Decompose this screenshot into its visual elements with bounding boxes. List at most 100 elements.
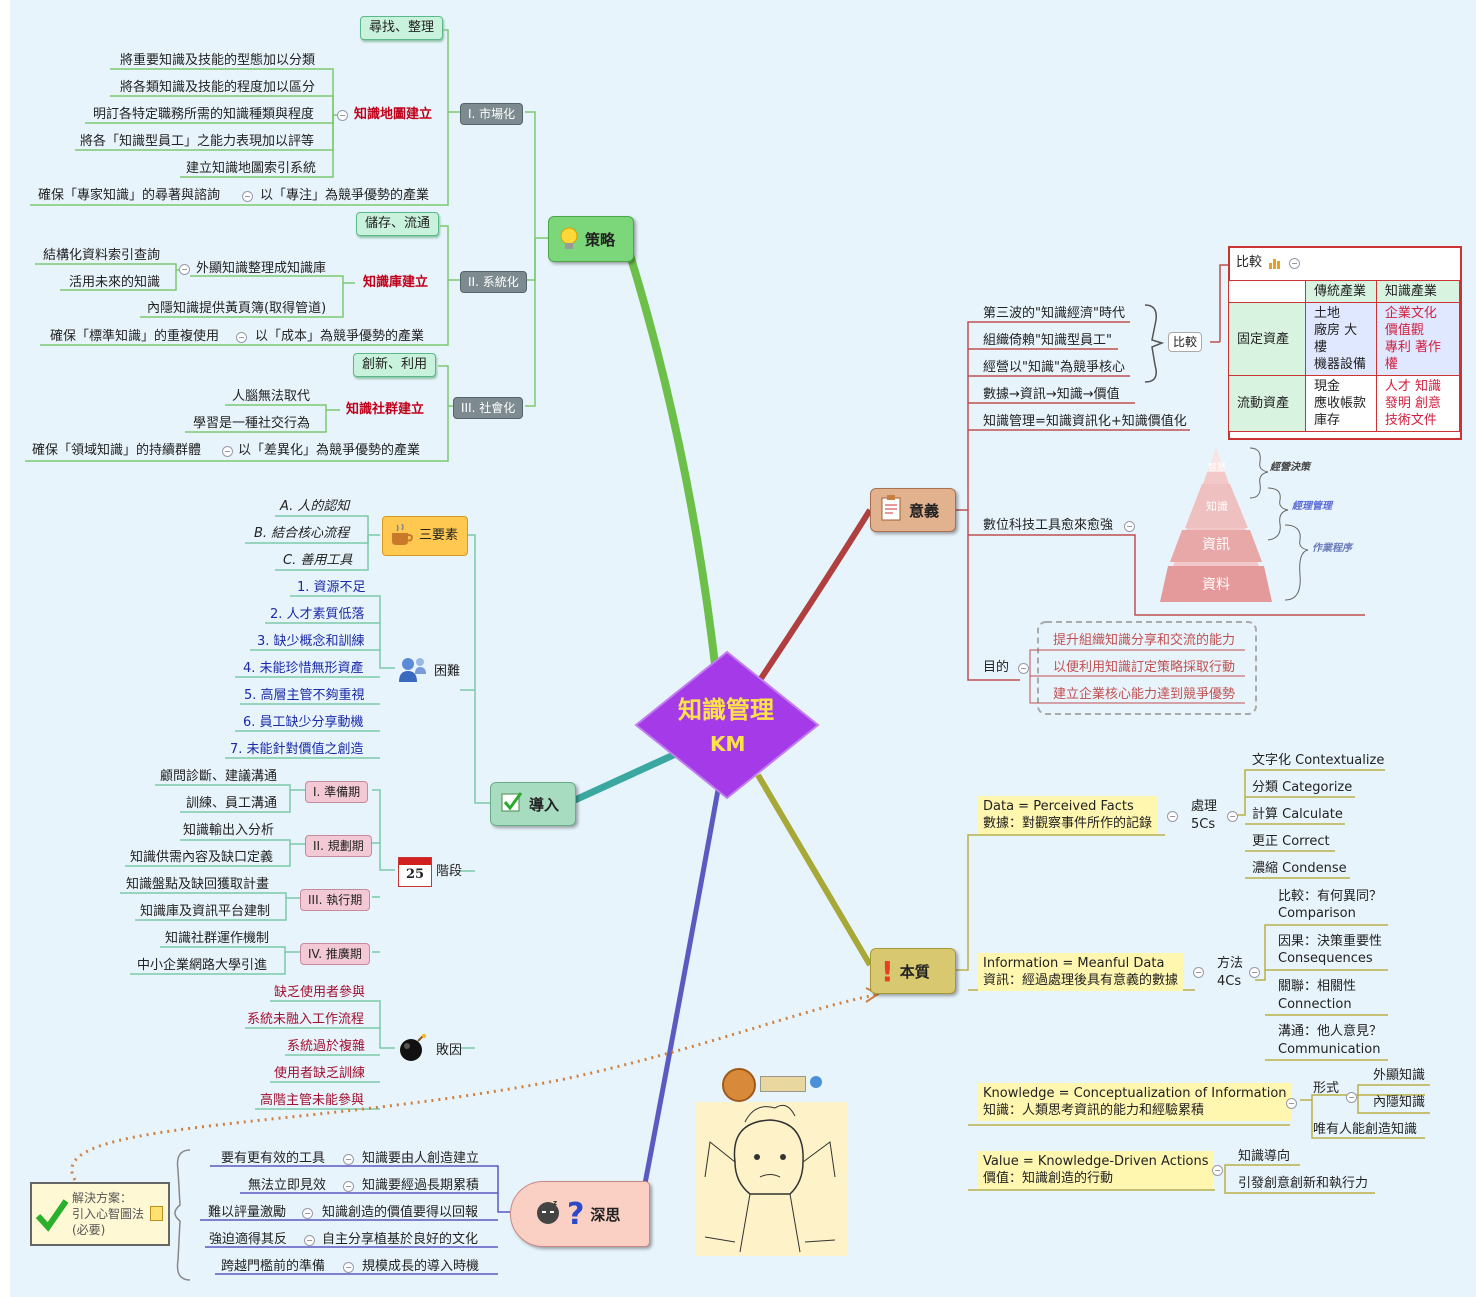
lightbulb-icon bbox=[559, 227, 579, 251]
pyramid-brace-2: 經理管理 bbox=[1292, 501, 1332, 512]
knowledge-def-line-2: 知識：人類思考資訊的能力和經驗累積 bbox=[983, 1103, 1205, 1118]
market-item-2: 將各類知識及技能的程度加以區分 bbox=[120, 80, 316, 95]
tools-text: 數位科技工具愈來愈強 bbox=[983, 518, 1114, 533]
system-callout[interactable]: 儲存、流通 bbox=[356, 212, 440, 236]
cell: 人才 知識 bbox=[1384, 379, 1441, 394]
market-callout[interactable]: 尋找、整理 bbox=[360, 16, 444, 40]
system-a2: 活用未來的知識 bbox=[69, 275, 161, 290]
people-icon bbox=[398, 656, 428, 687]
difficulty-item-1: 1. 資源不足 bbox=[297, 580, 366, 595]
system-label[interactable]: II. 系統化 bbox=[460, 271, 527, 293]
5c-item-3: 計算 Calculate bbox=[1252, 807, 1343, 822]
collapse-icon[interactable]: − bbox=[242, 191, 253, 202]
collapse-icon[interactable]: − bbox=[304, 1235, 315, 1246]
meaning-item-5: 知識管理=知識資訊化+知識價值化 bbox=[983, 414, 1187, 429]
failure-item-1: 缺乏使用者參與 bbox=[274, 985, 366, 1000]
community-label[interactable]: 知識社群建立 bbox=[346, 402, 425, 417]
collapse-icon[interactable]: − bbox=[179, 264, 190, 275]
social-callout[interactable]: 創新、利用 bbox=[353, 353, 437, 377]
form-label: 形式 bbox=[1313, 1081, 1340, 1096]
collapse-icon[interactable]: − bbox=[1212, 1165, 1223, 1176]
globe-icon[interactable] bbox=[810, 1076, 822, 1088]
social-label[interactable]: III. 社會化 bbox=[453, 397, 524, 419]
reflect-right-2: 知識要經過長期累積 bbox=[362, 1178, 480, 1193]
calendar-day: 25 bbox=[406, 867, 425, 882]
solution-box[interactable]: 解決方案： 引入心智圖法 (必要) bbox=[30, 1182, 170, 1246]
three-elements-node[interactable]: 三要素 bbox=[382, 516, 468, 556]
pyramid-brace-3: 作業程序 bbox=[1312, 543, 1352, 554]
row-header-current: 流動資產 bbox=[1228, 375, 1306, 432]
collapse-icon[interactable]: − bbox=[1227, 811, 1238, 822]
checkmark-icon bbox=[35, 1198, 69, 1236]
method-label-2: 4Cs bbox=[1217, 974, 1242, 989]
collapse-icon[interactable]: − bbox=[1167, 811, 1178, 822]
essence-node[interactable]: ! 本質 bbox=[870, 948, 956, 994]
solution-line-2: 引入心智圖法 bbox=[72, 1207, 145, 1221]
thinking-person-image bbox=[695, 1102, 847, 1256]
meaning-node[interactable]: 意義 bbox=[870, 488, 956, 532]
goal-item-3: 建立企業核心能力達到競爭優勢 bbox=[1053, 687, 1236, 702]
stage-1-item-2: 訓練、員工溝通 bbox=[186, 796, 278, 811]
collapse-icon[interactable]: − bbox=[302, 1208, 313, 1219]
cell: 專利 著作權 bbox=[1384, 340, 1441, 372]
method-label-1: 方法 bbox=[1217, 956, 1244, 971]
collapse-icon[interactable]: − bbox=[222, 446, 233, 457]
data-def-line-1: Data = Perceived Facts bbox=[983, 799, 1134, 814]
social-a: 人腦無法取代 bbox=[232, 389, 311, 404]
pyramid-brace-1: 經營決策 bbox=[1270, 462, 1310, 473]
meaning-item-1: 第三波的"知識經濟"時代 bbox=[983, 306, 1125, 321]
collapse-icon[interactable]: − bbox=[1286, 1098, 1297, 1109]
reflect-right-1: 知識要由人創造建立 bbox=[362, 1151, 480, 1166]
checkbox-icon bbox=[501, 791, 523, 817]
reflect-left-2: 無法立即見效 bbox=[248, 1178, 327, 1193]
system-a-parent: 外顯知識整理成知識庫 bbox=[196, 261, 327, 276]
cell: 廠房 大樓 bbox=[1314, 323, 1358, 355]
svg-text:z: z bbox=[553, 1199, 557, 1207]
compare-label[interactable]: 比較 bbox=[1168, 332, 1203, 352]
stage-4-label[interactable]: IV. 推廣期 bbox=[300, 943, 370, 965]
collapse-icon[interactable]: − bbox=[1193, 967, 1204, 978]
market-label[interactable]: I. 市場化 bbox=[460, 103, 524, 125]
collapse-icon[interactable]: − bbox=[343, 1154, 354, 1165]
knowledge-base-label[interactable]: 知識庫建立 bbox=[363, 275, 429, 290]
collapse-icon[interactable]: − bbox=[1124, 521, 1135, 532]
social-bottom-right: 以「差異化」為競爭優勢的產業 bbox=[238, 443, 421, 458]
strategy-node[interactable]: 策略 bbox=[548, 216, 634, 262]
reflect-node[interactable]: z ? 深思 bbox=[510, 1181, 650, 1247]
5c-item-2: 分類 Categorize bbox=[1252, 780, 1353, 795]
meaning-item-2: 組織倚賴"知識型員工" bbox=[983, 333, 1112, 348]
collapse-icon[interactable]: − bbox=[1249, 967, 1260, 978]
collapse-icon[interactable]: − bbox=[337, 110, 348, 121]
info-def-line-2: 資訊：經過處理後具有意義的數據 bbox=[983, 973, 1179, 988]
note-icon[interactable] bbox=[150, 1206, 163, 1221]
failure-item-2: 系統未融入工作流程 bbox=[247, 1012, 365, 1027]
bomb-icon bbox=[398, 1034, 428, 1067]
collapse-icon[interactable]: − bbox=[236, 332, 247, 343]
failure-node[interactable]: 敗因 bbox=[398, 1034, 462, 1067]
data-def-line-2: 數據：對觀察事件所作的記錄 bbox=[983, 816, 1153, 831]
collapse-icon[interactable]: − bbox=[1346, 1092, 1357, 1103]
collapse-icon[interactable]: − bbox=[343, 1181, 354, 1192]
market-item-3: 明訂各特定職務所需的知識種類與程度 bbox=[93, 107, 315, 122]
stage-1-label[interactable]: I. 準備期 bbox=[305, 781, 369, 803]
cell: 技術文件 bbox=[1384, 413, 1437, 428]
info-def-line-1: Information = Meanful Data bbox=[983, 956, 1165, 971]
goal-label: 目的 bbox=[983, 660, 1010, 675]
collapse-icon[interactable]: − bbox=[1018, 663, 1029, 674]
difficulty-item-5: 5. 高層主管不夠重視 bbox=[244, 688, 365, 703]
4c-item-4b: Communication bbox=[1278, 1042, 1381, 1057]
failure-item-4: 使用者缺乏訓練 bbox=[274, 1066, 366, 1081]
intro-node[interactable]: 導入 bbox=[490, 782, 576, 826]
process-label-2: 5Cs bbox=[1191, 817, 1216, 832]
reflect-left-4: 強迫適得其反 bbox=[209, 1232, 288, 1247]
collapse-icon[interactable]: − bbox=[343, 1262, 354, 1273]
form-tacit: 內隱知識 bbox=[1373, 1095, 1426, 1110]
stage-3-label[interactable]: III. 執行期 bbox=[300, 889, 371, 911]
stages-node[interactable]: 25 階段 bbox=[398, 857, 462, 887]
collapse-icon[interactable]: − bbox=[1289, 258, 1300, 269]
difficulty-node[interactable]: 困難 bbox=[398, 656, 460, 687]
difficulty-item-4: 4. 未能珍惜無形資產 bbox=[243, 661, 364, 676]
knowledge-map-label[interactable]: 知識地圖建立 bbox=[354, 107, 433, 122]
center-title: 知識管理 bbox=[678, 696, 774, 724]
stage-2-label[interactable]: II. 規劃期 bbox=[305, 835, 372, 857]
